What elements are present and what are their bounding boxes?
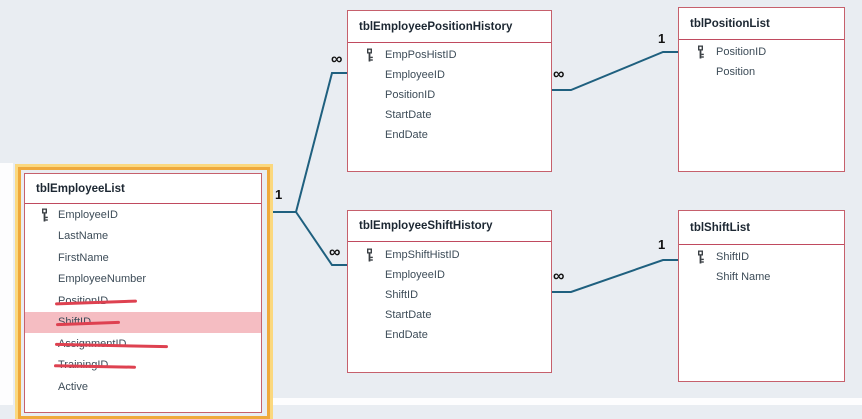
table-title[interactable]: tblShiftList <box>679 211 844 245</box>
field-name: ShiftID <box>716 251 750 263</box>
field-row[interactable]: EmployeeID <box>25 204 261 226</box>
field-name: TrainingID <box>58 359 109 372</box>
field-row[interactable]: EndDate <box>348 125 551 145</box>
primary-key-icon <box>696 45 705 59</box>
field-name: Shift Name <box>716 271 771 283</box>
table-tblPositionList[interactable]: tblPositionList PositionID Position <box>678 7 845 172</box>
primary-key-icon <box>696 250 705 264</box>
field-name: Active <box>58 380 88 393</box>
table-tblEmployeeShiftHistory[interactable]: tblEmployeeShiftHistory EmpShiftHistID E… <box>347 210 552 373</box>
table-tblShiftList[interactable]: tblShiftList ShiftID Shift Name <box>678 210 845 382</box>
field-row[interactable]: EmpPosHistID <box>348 45 551 65</box>
canvas-bottom-margin <box>270 398 862 405</box>
field-row[interactable]: ShiftID <box>679 247 844 267</box>
field-row[interactable]: LastName <box>25 226 261 248</box>
field-name: StartDate <box>385 109 432 121</box>
table-title[interactable]: tblPositionList <box>679 8 844 40</box>
canvas-left-margin <box>0 163 13 405</box>
field-row[interactable]: EndDate <box>348 325 551 345</box>
relationship-line-positionhistory-positionlist[interactable] <box>552 51 678 91</box>
field-row[interactable]: PositionID <box>679 42 844 62</box>
cardinality-one-label: 1 <box>658 31 666 46</box>
table-title[interactable]: tblEmployeePositionHistory <box>348 11 551 43</box>
field-name: ShiftID <box>58 316 92 329</box>
field-row[interactable]: StartDate <box>348 305 551 325</box>
field-row[interactable]: EmpShiftHistID <box>348 245 551 265</box>
field-name: EmployeeID <box>385 269 445 281</box>
primary-key-icon <box>365 248 374 262</box>
cardinality-many-label: ∞ <box>553 66 565 83</box>
field-name: EmployeeID <box>58 208 118 221</box>
field-row-highlighted[interactable]: ShiftID <box>25 311 261 333</box>
relationship-lines-layer <box>271 51 678 293</box>
field-name: PositionID <box>716 46 767 58</box>
field-row[interactable]: Active <box>25 376 261 398</box>
cardinality-many-label: ∞ <box>553 268 565 285</box>
field-name: EmployeeID <box>385 69 445 81</box>
table-title[interactable]: tblEmployeeList <box>25 174 261 204</box>
field-row[interactable]: PositionID <box>348 85 551 105</box>
field-row[interactable]: EmployeeID <box>348 65 551 85</box>
field-row[interactable]: ShiftID <box>348 285 551 305</box>
primary-key-icon <box>40 208 49 222</box>
relationship-line-employeelist-shifthistory[interactable] <box>295 211 347 266</box>
cardinality-many-label: ∞ <box>331 51 343 68</box>
field-name: LastName <box>58 230 109 243</box>
field-row[interactable]: EmployeeNumber <box>25 269 261 291</box>
field-name: EndDate <box>385 329 428 341</box>
field-name: EmployeeNumber <box>58 273 147 286</box>
field-row[interactable]: EmployeeID <box>348 265 551 285</box>
field-row[interactable]: FirstName <box>25 247 261 269</box>
table-tblEmployeePositionHistory[interactable]: tblEmployeePositionHistory EmpPosHistID … <box>347 10 552 172</box>
field-name: ShiftID <box>385 289 419 301</box>
cardinality-one-label: 1 <box>658 237 666 252</box>
field-name: AssignmentID <box>58 337 127 350</box>
field-name: PositionID <box>385 89 436 101</box>
field-row[interactable]: PositionID <box>25 290 261 312</box>
relationship-line-employeelist-positionhistory[interactable] <box>271 72 347 213</box>
cardinality-one-label: 1 <box>275 187 283 202</box>
table-title[interactable]: tblEmployeeShiftHistory <box>348 211 551 242</box>
field-row[interactable]: Position <box>679 62 844 82</box>
field-name: PositionID <box>58 294 109 307</box>
relationship-line-shifthistory-shiftlist[interactable] <box>552 259 678 293</box>
field-name: StartDate <box>385 309 432 321</box>
table-tblEmployeeList[interactable]: tblEmployeeList EmployeeID LastName Firs… <box>24 173 262 413</box>
field-name: FirstName <box>58 251 109 264</box>
field-name: EmpShiftHistID <box>385 249 460 261</box>
field-name: Position <box>716 66 756 78</box>
field-row[interactable]: StartDate <box>348 105 551 125</box>
primary-key-icon <box>365 48 374 62</box>
field-row[interactable]: AssignmentID <box>25 333 261 355</box>
cardinality-many-label: ∞ <box>329 244 341 261</box>
field-name: EmpPosHistID <box>385 49 457 61</box>
field-row[interactable]: Shift Name <box>679 267 844 287</box>
field-name: EndDate <box>385 129 428 141</box>
field-row[interactable]: TrainingID <box>25 355 261 377</box>
